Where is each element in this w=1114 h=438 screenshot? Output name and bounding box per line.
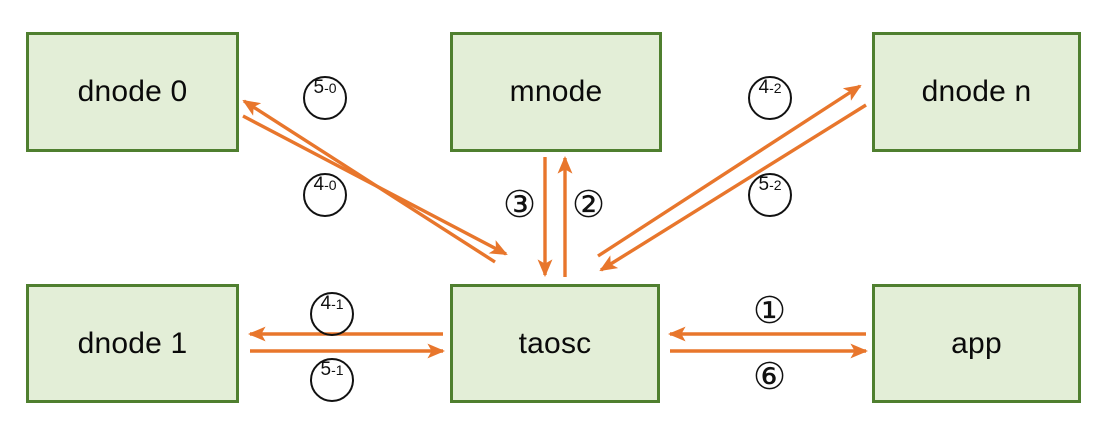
edge-label-4-2-major: 4 — [758, 77, 770, 98]
node-dnode-n[interactable]: dnode n — [872, 32, 1081, 152]
node-taosc[interactable]: taosc — [450, 284, 660, 403]
edge-label-5-1: 5-1 — [310, 358, 354, 402]
edge-label-3: ③ — [503, 183, 537, 226]
node-dnode-1-label: dnode 1 — [77, 326, 188, 360]
edge-label-1: ① — [753, 289, 787, 332]
edge-label-4-1-minor: -1 — [331, 296, 344, 312]
node-dnode-1[interactable]: dnode 1 — [26, 284, 239, 403]
edge-label-4-2-minor: -2 — [769, 80, 782, 96]
edge-label-5-1-minor: -1 — [331, 362, 344, 378]
edge-label-5-0-minor: -0 — [324, 80, 337, 96]
node-mnode-label: mnode — [509, 75, 603, 108]
edge-label-6: ⑥ — [753, 355, 787, 398]
edge-label-4-0-minor: -0 — [324, 177, 337, 193]
edge-label-2: ② — [572, 183, 606, 226]
edge-label-5-0-major: 5 — [313, 77, 325, 98]
edge-label-4-1-major: 4 — [320, 293, 332, 314]
edge-label-4-0: 4-0 — [303, 173, 347, 217]
node-app[interactable]: app — [872, 284, 1081, 403]
edge-label-5-1-major: 5 — [320, 359, 332, 380]
edge-label-5-0: 5-0 — [303, 76, 347, 120]
edge-label-4-1: 4-1 — [310, 292, 354, 336]
edge-label-4-0-major: 4 — [313, 174, 325, 195]
node-dnode-n-label: dnode n — [921, 75, 1032, 108]
edge-label-5-2-major: 5 — [758, 174, 770, 195]
edge-label-4-2: 4-2 — [748, 76, 792, 120]
node-mnode[interactable]: mnode — [450, 32, 662, 152]
edge-label-5-2: 5-2 — [748, 173, 792, 217]
node-dnode-0-label: dnode 0 — [77, 75, 188, 108]
node-app-label: app — [951, 326, 1002, 360]
node-dnode-0[interactable]: dnode 0 — [26, 32, 239, 152]
node-taosc-label: taosc — [518, 326, 592, 360]
edge-label-5-2-minor: -2 — [769, 177, 782, 193]
